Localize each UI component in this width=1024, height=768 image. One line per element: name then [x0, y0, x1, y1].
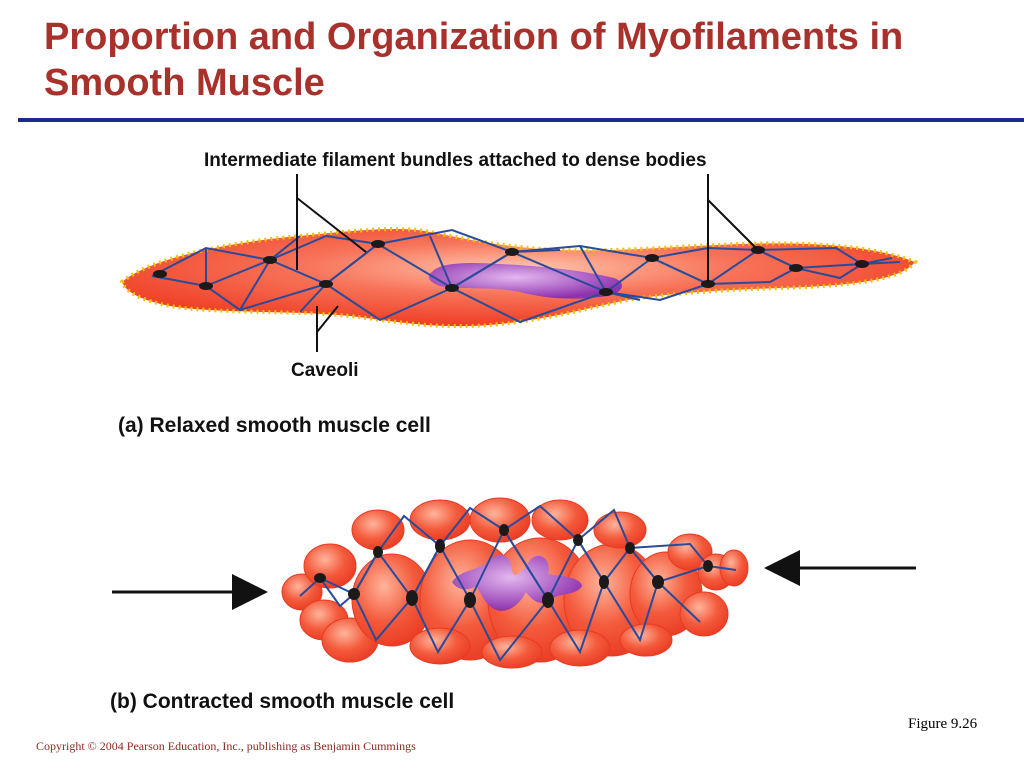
contracted-cell	[281, 497, 749, 669]
title-divider	[18, 118, 1024, 122]
figure-reference: Figure 9.26	[908, 716, 978, 732]
caption-contracted: (b) Contracted smooth muscle cell	[110, 690, 454, 713]
relaxed-dense-bodies	[153, 240, 869, 296]
caveoli-label: Caveoli	[291, 360, 359, 381]
relaxed-cell	[119, 227, 919, 329]
filament-bundles-label: Intermediate filament bundles attached t…	[204, 150, 707, 171]
slide-title: Proportion and Organization of Myofilame…	[44, 16, 904, 104]
copyright-notice: Copyright © 2004 Pearson Education, Inc.…	[36, 739, 416, 753]
caption-relaxed: (a) Relaxed smooth muscle cell	[118, 414, 431, 437]
filament-leader-lines	[296, 174, 757, 282]
caveoli-leader-line	[316, 305, 339, 352]
contracted-dense-bodies	[314, 524, 713, 608]
